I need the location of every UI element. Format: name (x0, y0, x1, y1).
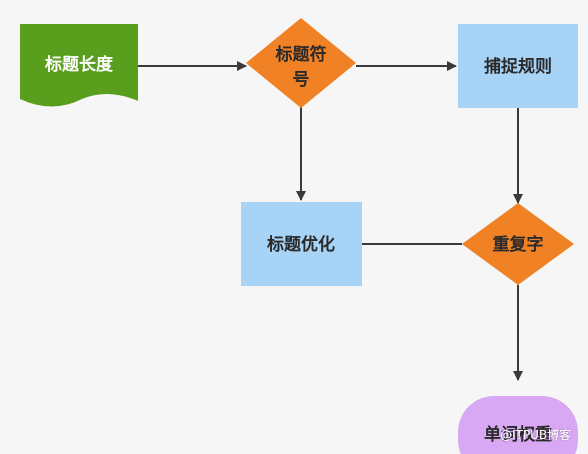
node-capture-rules-label: 捕捉规则 (484, 56, 552, 77)
node-capture-rules-shape (458, 24, 578, 108)
node-title-symbol-shape (246, 18, 356, 108)
node-title-symbol-label-line2: 号 (293, 70, 310, 90)
node-title-optimize-label: 标题优化 (267, 234, 335, 255)
node-word-weight-shape (458, 396, 578, 454)
node-word-weight-label: 单词权重 (484, 424, 552, 445)
node-title-symbol-label-line1: 标题符 (276, 44, 327, 65)
node-title-optimize-shape (241, 202, 362, 286)
node-repeat-chars-shape (462, 203, 574, 285)
node-repeat-chars-label: 重复字 (493, 234, 544, 255)
node-title-length-shape (20, 24, 138, 107)
node-title-length-label: 标题长度 (45, 54, 114, 75)
watermark-text: @ITPUB博客 (500, 428, 572, 442)
